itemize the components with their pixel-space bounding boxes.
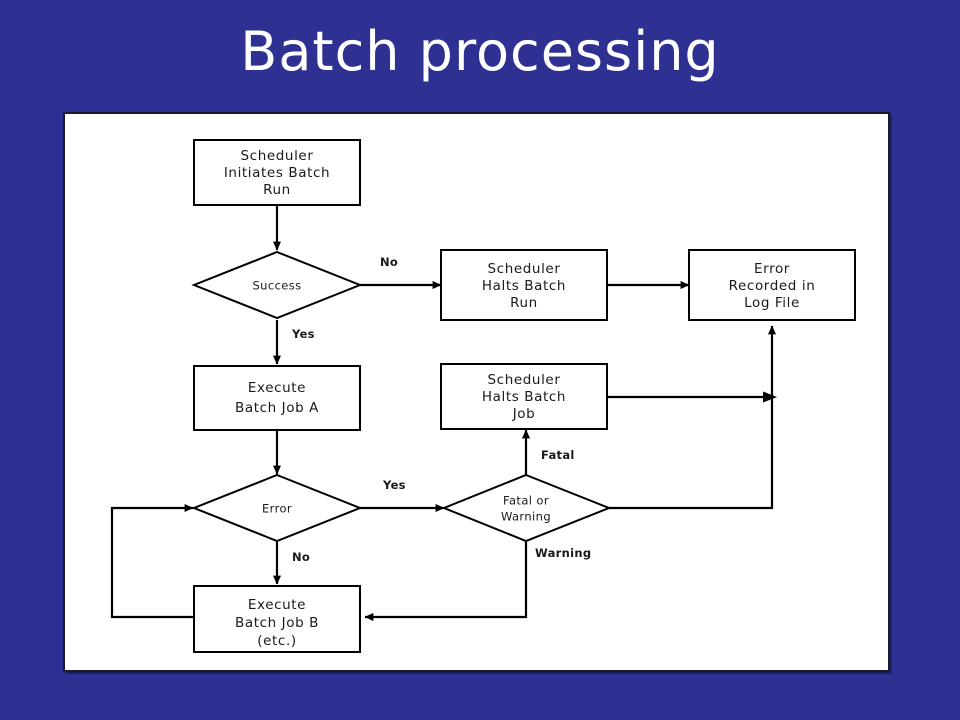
node-label-line-1: Error [262,502,292,516]
node-label-line-2: Recorded in [729,278,816,294]
node-shape-diamond [191,473,363,543]
node-label-line-3: Job [512,406,536,422]
node-shape-rect [440,363,608,430]
edge-halts-job-arrowhead [763,391,777,403]
node-label-line-1: Success [252,279,301,293]
node-scheduler-initiates-batch-run[interactable]: Scheduler Initiates Batch Run [193,139,361,206]
node-label-line-1: Execute [248,597,306,613]
node-label-line-3: Log File [744,295,800,311]
node-label-line-3: (etc.) [257,633,296,649]
page-title: Batch processing [240,20,720,83]
node-label-line-3: Run [510,295,538,311]
node-label-line-1: Error [754,261,790,277]
edge-label-success-no: No [380,255,398,269]
node-label-line-2: Initiates Batch [224,165,330,181]
node-error-recorded-in-log-file[interactable]: Error Recorded in Log File [688,249,856,321]
node-shape-diamond [441,473,612,543]
node-label-line-1: Execute [248,380,306,396]
edge-job-b-loop-to-error [110,504,194,619]
node-execute-batch-job-b[interactable]: Execute Batch Job B (etc.) [193,585,361,653]
node-shape-rect [688,249,856,321]
edge-label-error-yes: Yes [382,478,406,492]
node-label-line-2: Batch Job B [235,615,319,631]
edge-label-success-yes: Yes [291,327,315,341]
node-execute-batch-job-a[interactable]: Execute Batch Job A [193,365,361,431]
node-label-line-1: Fatal or [503,494,549,508]
edge-label-fatal: Fatal [541,448,575,462]
node-label-line-2: Batch Job A [235,400,319,416]
node-error-decision[interactable]: Error [191,473,363,543]
node-shape-rect [193,365,361,431]
node-scheduler-halts-batch-run[interactable]: Scheduler Halts Batch Run [440,249,608,321]
node-label-line-1: Scheduler [488,372,561,388]
node-label-line-2: Halts Batch [482,389,566,405]
edge-fatal-or-warning-right-to-riser [609,397,774,510]
batch-processing-flowchart: Scheduler Initiates Batch Run Success No… [110,139,856,653]
node-label-line-2: Warning [501,510,551,524]
node-shape-rect [193,139,361,206]
node-shape-diamond [191,250,363,320]
node-label-line-3: Run [263,182,291,198]
node-label-line-2: Halts Batch [482,278,566,294]
edge-warning-to-job-b [364,542,528,621]
node-label-line-1: Scheduler [241,148,314,164]
node-shape-rect [440,249,608,321]
edge-label-warning: Warning [535,546,591,560]
edge-label-error-no: No [292,550,310,564]
diagram-panel: Scheduler Initiates Batch Run Success No… [63,112,890,672]
node-fatal-or-warning-decision[interactable]: Fatal or Warning [441,473,612,543]
node-label-line-1: Scheduler [488,261,561,277]
node-shape-rect [193,585,361,653]
node-success-decision[interactable]: Success [191,250,363,320]
node-scheduler-halts-batch-job[interactable]: Scheduler Halts Batch Job [440,363,608,430]
